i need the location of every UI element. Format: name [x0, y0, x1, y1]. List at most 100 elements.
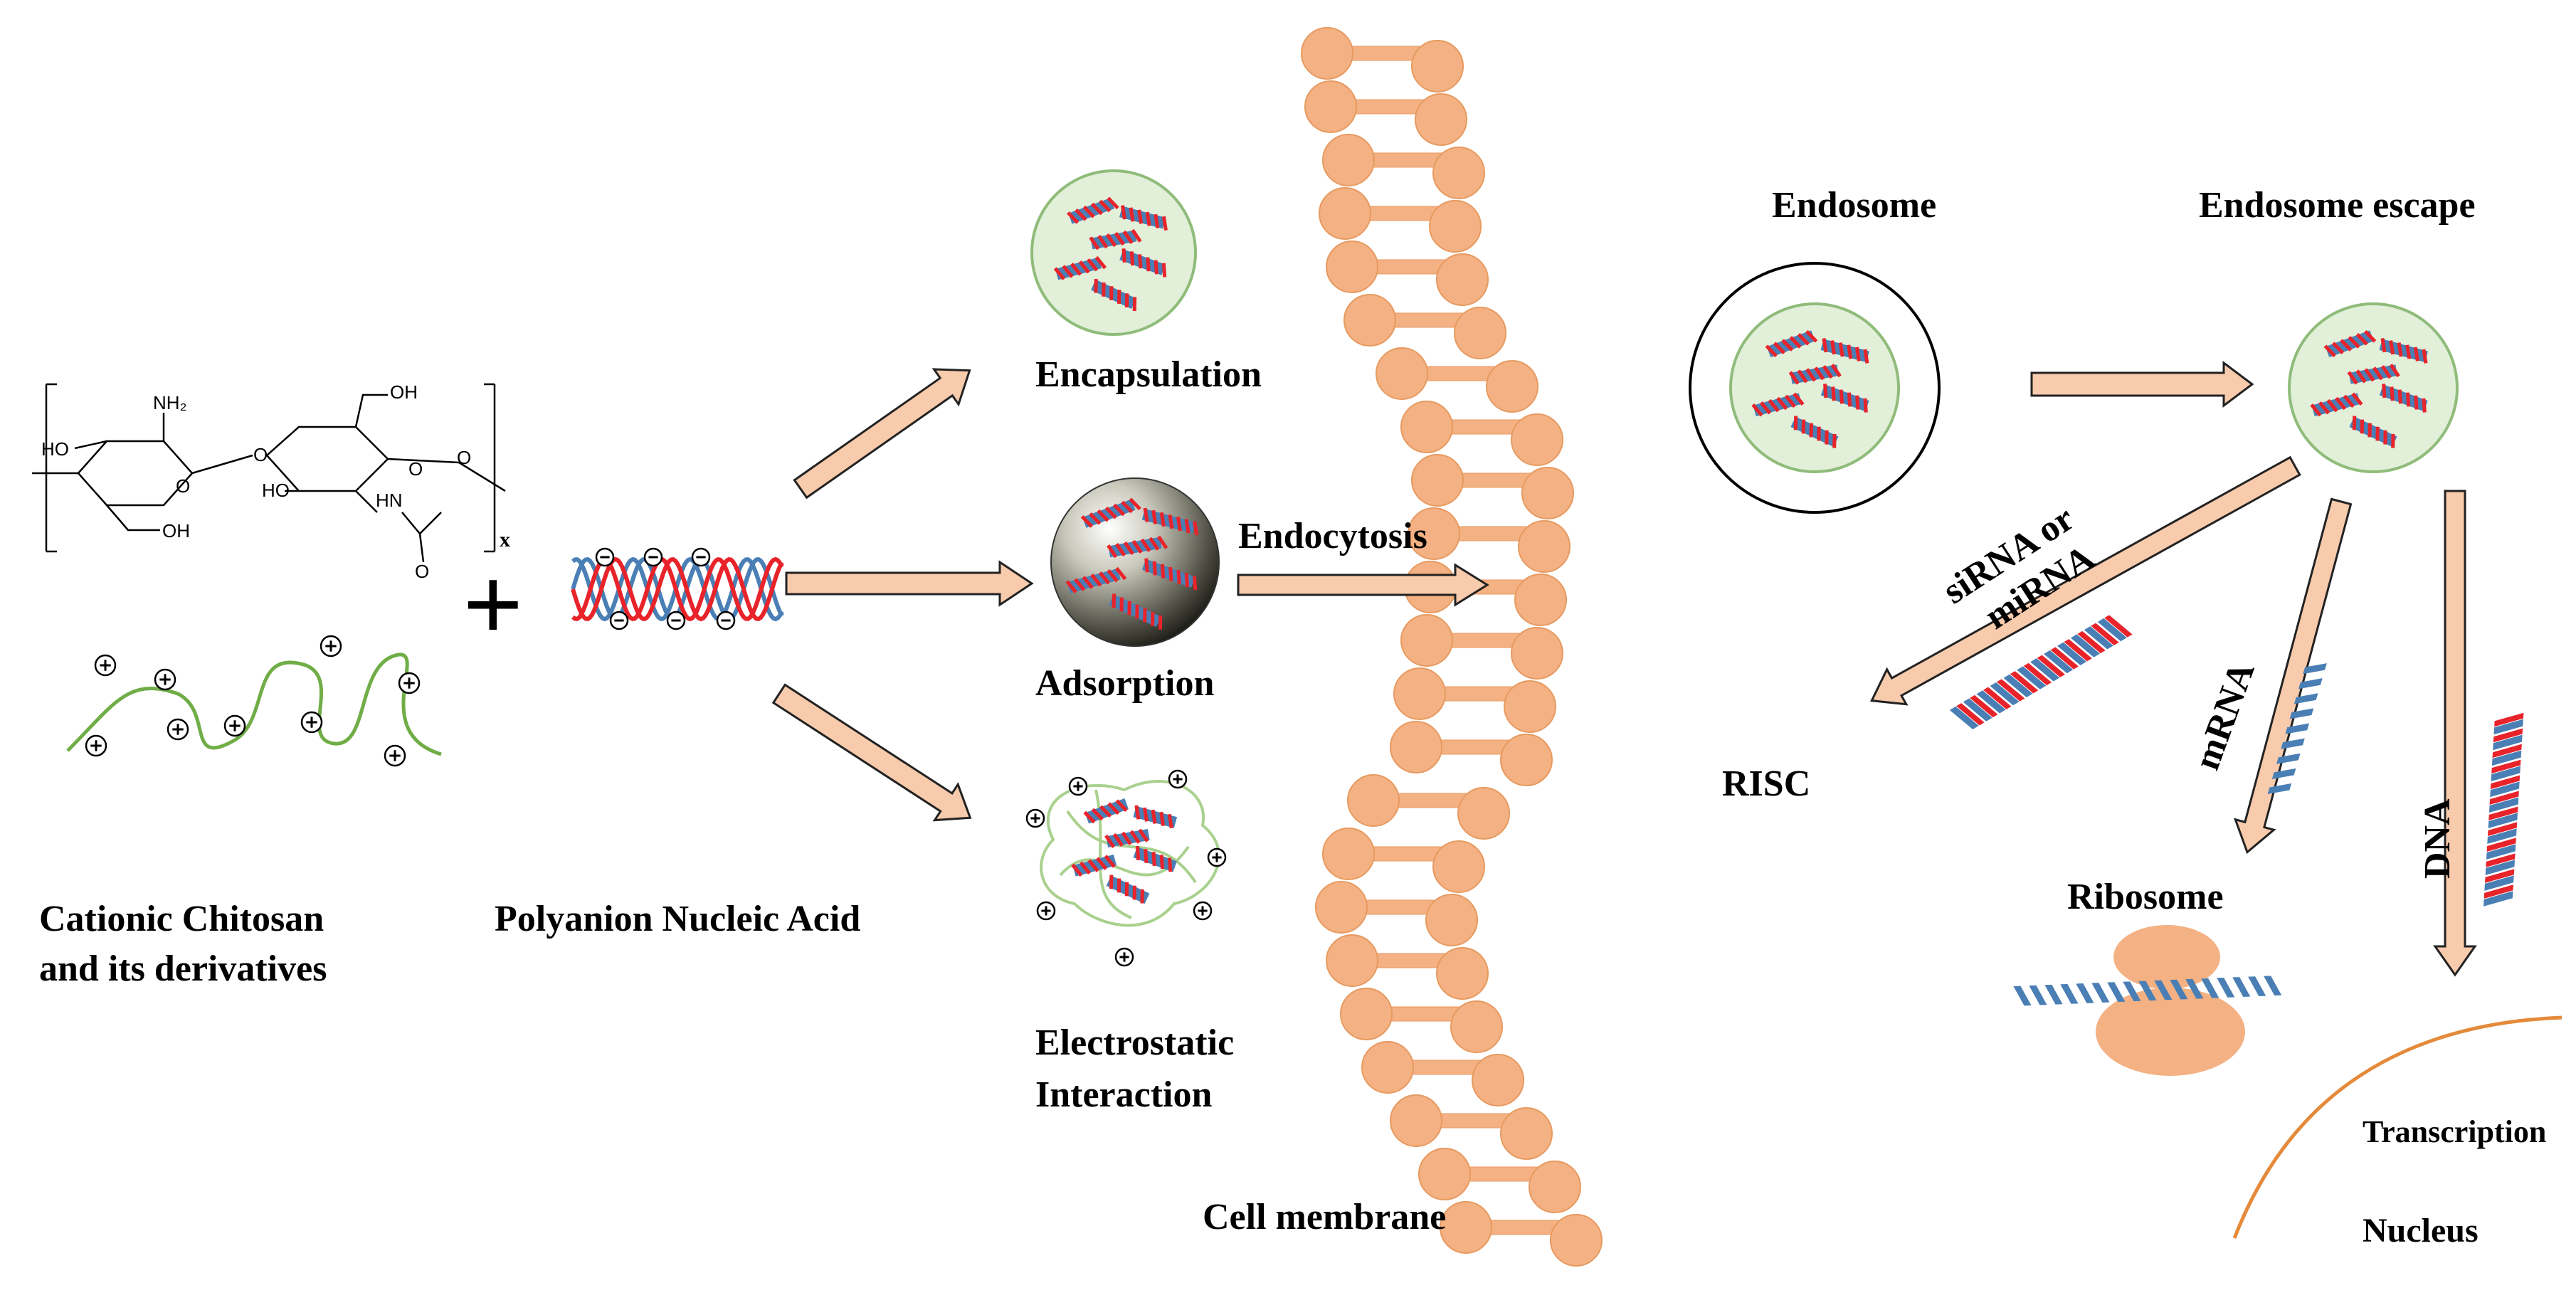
- electrostatic-complex: [1040, 780, 1220, 927]
- chitosan-label-line1: Cationic Chitosan: [39, 899, 324, 939]
- negative-charge-icon: [666, 611, 686, 630]
- ribosome-mrna-strand: [2013, 976, 2282, 1006]
- endosome-escape-label: Endosome escape: [2199, 185, 2476, 226]
- lipid-head: [1390, 1094, 1442, 1147]
- chitosan-structure-labels: NH₂ OH HO OH HO HN O O O O O x: [41, 381, 510, 582]
- negative-charge-icon: [716, 611, 736, 630]
- lipid-head: [1514, 574, 1567, 626]
- nucleic-acid-cargo: [2349, 416, 2397, 448]
- arrow-to-electrostatic: [771, 683, 972, 822]
- positive-charge-icon: [1036, 901, 1056, 921]
- negative-charge-icon: [691, 547, 711, 567]
- dna-label: DNA: [2417, 798, 2458, 879]
- positive-charge-icon: [320, 635, 342, 657]
- nucleic-acid-cargo: [2379, 384, 2428, 413]
- endosome: [1689, 262, 1941, 514]
- oh-bottom-label: OH: [162, 520, 190, 541]
- arrow-to-nucleus: [2433, 490, 2477, 977]
- risc-label: RISC: [1722, 764, 1810, 804]
- cell-membrane-bilayer: [1301, 27, 1603, 1267]
- oh-top-label: OH: [390, 381, 418, 403]
- lipid-head: [1450, 1000, 1503, 1053]
- lipid-head: [1440, 1201, 1492, 1254]
- sirna-strand: [1949, 615, 2133, 730]
- o-ring1-label: O: [176, 475, 190, 497]
- o-acetyl-label: O: [415, 561, 429, 582]
- negative-charge-icon: [643, 547, 663, 567]
- hn-label: HN: [376, 490, 403, 511]
- lipid-head: [1529, 1161, 1581, 1213]
- lipid-head: [1454, 307, 1506, 359]
- mrna-label: mRNA: [2187, 657, 2263, 775]
- nucleic-acid-cargo: [1141, 507, 1199, 536]
- nucleic-acid-cargo: [1083, 798, 1129, 824]
- lipid-head: [1432, 147, 1485, 199]
- positive-charge-icon: [167, 718, 189, 741]
- endocytosis-label: Endocytosis: [1238, 516, 1427, 556]
- lipid-head: [1411, 40, 1464, 93]
- nucleic-acid-cargo: [1089, 228, 1142, 250]
- positive-charge-icon: [1068, 776, 1088, 796]
- lipid-head: [1415, 93, 1467, 146]
- chitosan-structure: [32, 383, 506, 563]
- nucleic-acid-cargo: [1119, 248, 1167, 278]
- nucleic-acid-cargo: [2347, 364, 2400, 385]
- arrows: [771, 361, 2477, 977]
- nucleic-acid-cargo: [1119, 205, 1168, 231]
- transcription-label: Transcription: [2363, 1114, 2546, 1149]
- lipid-head: [1504, 680, 1556, 733]
- lipid-head: [1322, 134, 1375, 186]
- lipid-head: [1550, 1214, 1603, 1267]
- arrow-to-risc: [1869, 455, 2301, 706]
- negative-charge-icon: [609, 611, 629, 630]
- electrostatic-label-line1: Electrostatic: [1035, 1023, 1234, 1063]
- positive-charge-icon: [85, 734, 107, 757]
- lipid-head: [1418, 1148, 1471, 1200]
- lipid-head: [1408, 507, 1460, 560]
- lipid-head: [1361, 1041, 1414, 1094]
- lipid-head: [1390, 721, 1442, 773]
- nucleic-acid-cargo: [2379, 338, 2428, 364]
- lipid-head: [1432, 840, 1485, 893]
- lipid-head: [1486, 360, 1538, 413]
- nucleic-acid-cargo: [1765, 329, 1818, 358]
- electrostatic-charges: [1025, 769, 1227, 967]
- nh2-label: NH₂: [153, 392, 187, 413]
- lipid-head: [1400, 401, 1453, 453]
- lipid-head: [1511, 413, 1563, 466]
- lipid-head: [1500, 734, 1553, 786]
- nucleic-acid-cargo: [1104, 828, 1150, 849]
- nucleic-acid-negative-charges: [595, 547, 736, 630]
- ribosome: [2096, 925, 2245, 1076]
- ho-left-label: HO: [41, 438, 69, 460]
- nucleic-acid-cargo: [2323, 329, 2377, 358]
- cell-membrane-label: Cell membrane: [1203, 1197, 1446, 1237]
- dna-strand: [2483, 712, 2524, 907]
- nucleic-acid-cargo: [1820, 384, 1869, 413]
- nucleus-membrane: [2232, 1015, 2562, 1239]
- nucleic-acid-cargo: [1065, 566, 1127, 593]
- chitosan-positive-charges: [85, 635, 421, 767]
- lipid-head: [1304, 80, 1357, 133]
- nucleic-acid-cargo: [1071, 854, 1117, 877]
- arrow-endocytosis: [1237, 563, 1489, 607]
- nucleic-acid-cargo: [1091, 278, 1137, 312]
- lipid-head: [1457, 787, 1510, 840]
- lipid-head: [1326, 934, 1378, 987]
- o-end-label: O: [457, 447, 471, 468]
- nucleic-acid-cargo: [1053, 255, 1107, 280]
- positive-charge-icon: [1207, 847, 1227, 867]
- nucleic-acid-helix: [571, 556, 784, 622]
- nucleic-acid-cargo: [1106, 875, 1150, 904]
- lipid-head: [1511, 627, 1563, 680]
- repeat-x-label: x: [500, 528, 510, 551]
- nucleic-acid-cargo: [1751, 392, 1805, 417]
- lipid-head: [1400, 614, 1453, 667]
- positive-charge-icon: [384, 744, 406, 767]
- lipid-head: [1301, 27, 1353, 80]
- lipid-head: [1472, 1054, 1524, 1106]
- nucleic-acid-cargo: [1141, 558, 1198, 591]
- lipid-head: [1500, 1107, 1553, 1160]
- chitosan-chain: [66, 652, 442, 756]
